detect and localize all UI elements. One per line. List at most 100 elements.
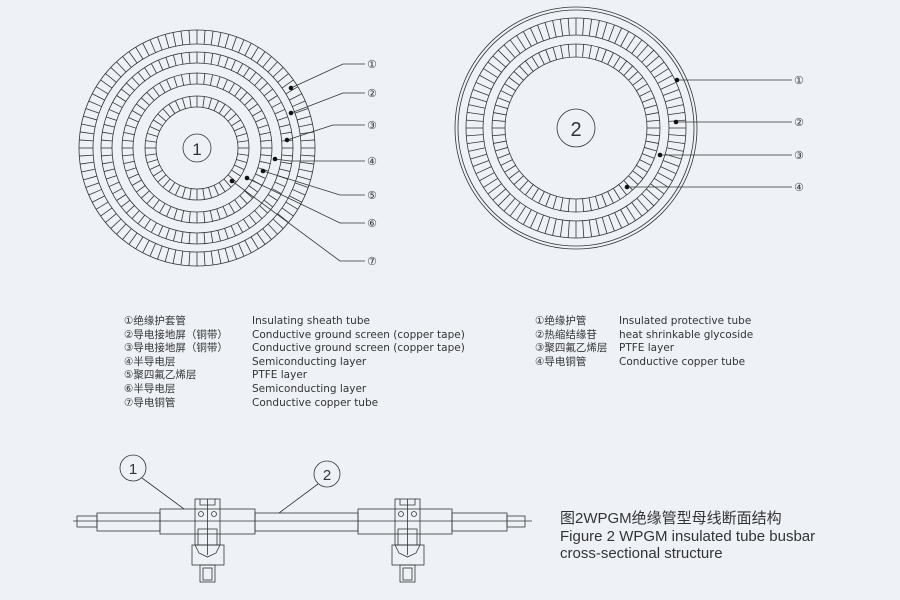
- callout-dot: [288, 110, 294, 116]
- ring-hatch: [267, 61, 278, 73]
- clamp-part: [394, 544, 421, 558]
- ring-hatch: [92, 195, 105, 203]
- leader-line: [246, 177, 365, 224]
- ring-hatch: [492, 134, 506, 137]
- ring-hatch: [188, 211, 191, 223]
- legend-en: Conductive copper tube: [252, 396, 379, 409]
- clamp: [391, 498, 425, 583]
- ring-hatch: [237, 153, 249, 156]
- ring-hatch: [644, 147, 657, 152]
- ring-hatch: [281, 79, 294, 89]
- ring-hatch: [137, 214, 146, 225]
- callout-dot: [244, 175, 250, 181]
- ring-hatch: [522, 31, 532, 47]
- ring-hatch: [81, 168, 96, 173]
- ring-hatch: [487, 61, 502, 73]
- ring-hatch: [79, 154, 94, 157]
- caption-en-line2: cross-sectional structure: [560, 545, 723, 562]
- ring-hatch: [468, 104, 486, 109]
- ring-hatch: [181, 210, 185, 222]
- callout-dot: [673, 119, 679, 125]
- ring-hatch: [243, 67, 250, 78]
- support-post-inner: [202, 567, 213, 581]
- outer-ring: [457, 9, 695, 247]
- ring-hatch: [639, 90, 652, 97]
- ring-hatch: [131, 210, 140, 219]
- ring-hatch: [168, 182, 176, 192]
- ring-hatch: [252, 110, 263, 117]
- ring-hatch: [175, 100, 181, 111]
- callouts-1: ① ② ③ ④ ⑤ ⑥ ⑦: [229, 58, 377, 268]
- ring-hatch: [152, 199, 160, 209]
- legend-zh: ⑦导电铜管: [124, 396, 176, 409]
- ring-hatch: [552, 47, 557, 60]
- ring-hatch: [475, 166, 492, 175]
- ring-hatch: [636, 44, 649, 58]
- ring-hatch: [103, 168, 115, 172]
- legend-en: PTFE layer: [619, 342, 675, 355]
- ring-hatch: [135, 46, 144, 60]
- ring-hatch: [500, 90, 513, 97]
- ring-hatch: [140, 97, 150, 106]
- ring-hatch: [504, 165, 516, 173]
- legend-en: Conductive ground screen (copper tape): [252, 342, 465, 355]
- ring-hatch: [588, 197, 592, 211]
- ring-hatch: [642, 97, 655, 103]
- ring-hatch: [538, 52, 545, 65]
- ring-hatch: [158, 225, 164, 237]
- ring-hatch: [122, 139, 134, 142]
- ring-hatch: [150, 63, 157, 74]
- ring-hatch: [181, 187, 186, 199]
- tube-segment: [451, 512, 508, 532]
- ring-hatch: [625, 35, 636, 50]
- ring-hatch: [259, 205, 268, 214]
- legend-zh: ①绝缘护管: [535, 315, 587, 327]
- callout-dot: [674, 77, 680, 83]
- ring-hatch: [595, 218, 600, 236]
- ring-hatch: [636, 83, 648, 91]
- ring-hatch: [259, 160, 271, 164]
- legend-zh: ③导电接地屏（铜带）: [124, 342, 228, 355]
- ring-hatch: [144, 67, 151, 78]
- ring-hatch: [297, 175, 311, 181]
- ring-hatch: [122, 154, 134, 157]
- ring-hatch: [645, 112, 659, 116]
- ring-hatch: [567, 198, 570, 212]
- ring-hatch: [122, 228, 132, 240]
- legend-en: Conductive ground screen (copper tape): [252, 328, 465, 341]
- center-label: 1: [192, 140, 201, 159]
- bolt-icon: [211, 511, 217, 517]
- ring-hatch: [137, 71, 146, 82]
- ring-hatch: [281, 207, 294, 217]
- ring-hatch: [203, 232, 206, 244]
- callout-dot: [657, 152, 663, 158]
- ring-hatch: [466, 134, 484, 137]
- ring-hatch: [243, 218, 250, 229]
- ring-hatch: [552, 20, 557, 38]
- ring-hatch: [618, 184, 627, 196]
- ring-hatch: [209, 74, 213, 86]
- ring-hatch: [608, 214, 615, 232]
- support-post: [399, 564, 416, 583]
- ring-hatch: [128, 51, 138, 64]
- ring-hatch: [217, 54, 221, 66]
- ring-hatch: [116, 223, 127, 235]
- ring-hatch: [95, 86, 109, 95]
- ring-hatch: [136, 103, 146, 111]
- ring-hatch: [497, 153, 510, 159]
- ring-hatch: [479, 172, 495, 182]
- ring-hatch: [112, 101, 123, 108]
- ring-hatch: [180, 53, 184, 65]
- ring-hatch: [108, 109, 120, 115]
- ring-hatch: [292, 189, 306, 196]
- ring-hatch: [280, 131, 292, 135]
- ring-hatch: [500, 159, 513, 166]
- ring-hatch: [234, 126, 245, 132]
- ring-hatch: [218, 182, 226, 192]
- ring-hatch: [172, 249, 177, 264]
- ring-hatch: [281, 154, 293, 157]
- legend-en: PTFE layer: [252, 369, 308, 382]
- ring-hatch: [210, 53, 214, 65]
